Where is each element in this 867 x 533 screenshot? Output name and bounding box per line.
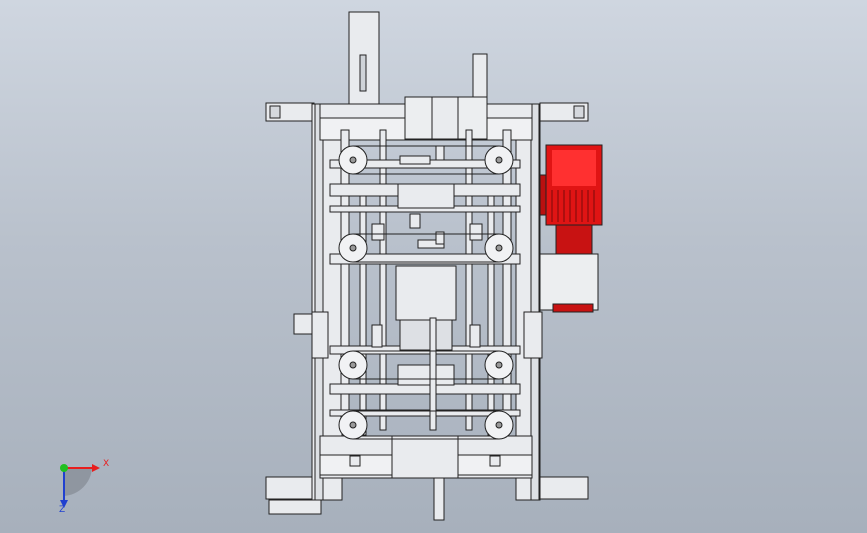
side-clamp-right <box>523 311 543 359</box>
y-axis-dot-icon <box>60 464 68 472</box>
drive-belts <box>353 145 499 440</box>
main-frame <box>311 96 541 501</box>
side-clamp-left <box>293 311 329 359</box>
corner-bracket-top-right <box>539 102 589 122</box>
z-axis-label: Z <box>59 505 66 515</box>
bottom-rod <box>433 477 445 521</box>
pulley-wheels <box>338 145 514 440</box>
corner-bracket-bottom-left <box>265 476 322 515</box>
center-carriage <box>395 265 457 431</box>
top-bracket <box>348 11 488 105</box>
x-axis-label: X <box>103 459 110 469</box>
z-arrow-head-icon <box>60 500 68 508</box>
fittings <box>349 145 501 467</box>
x-arrow-head-icon <box>92 464 100 472</box>
gear-motor <box>539 144 603 313</box>
